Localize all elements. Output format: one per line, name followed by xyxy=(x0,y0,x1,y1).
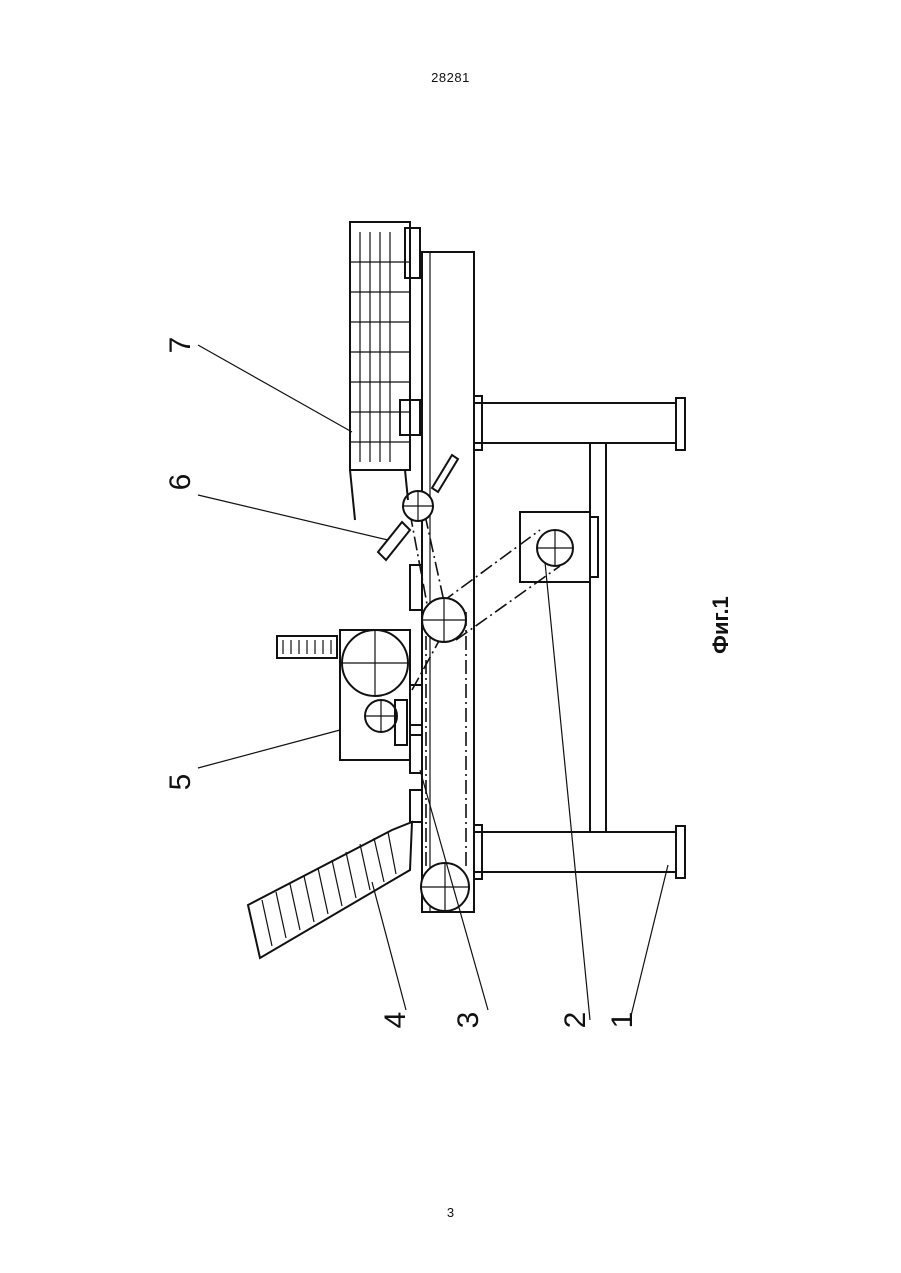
callout-5: 5 xyxy=(164,774,197,791)
stacker-magazine xyxy=(350,222,420,520)
drive-motor xyxy=(520,512,598,582)
feed-hopper xyxy=(248,822,412,958)
callout-4: 4 xyxy=(379,1012,412,1029)
callout-1: 1 xyxy=(606,1012,639,1029)
callout-7: 7 xyxy=(164,337,197,354)
callout-2: 2 xyxy=(559,1012,592,1029)
conveyor-rollers xyxy=(403,491,469,911)
callout-3: 3 xyxy=(452,1012,485,1029)
page-number: 3 xyxy=(0,1205,901,1220)
roller-unit xyxy=(277,630,410,760)
belt-slats xyxy=(410,565,422,822)
callout-6: 6 xyxy=(164,474,197,491)
figure-caption: Фиг.1 xyxy=(708,596,733,654)
support-frame xyxy=(474,396,685,879)
